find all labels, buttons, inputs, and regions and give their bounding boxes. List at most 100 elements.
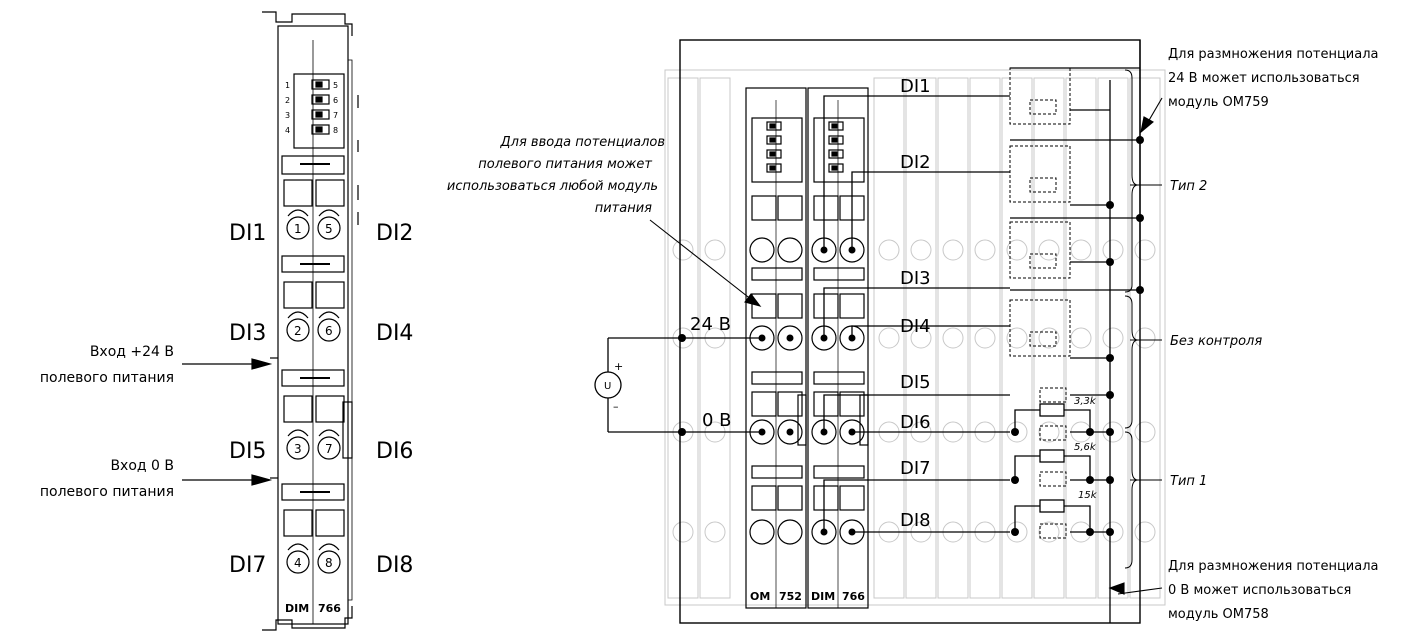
terminal-label-7: 7: [325, 442, 333, 456]
feed-note-line1: Для ввода потенциалов: [500, 135, 666, 150]
left-di8: DI8: [376, 553, 413, 578]
ghost-module-column: [1129, 77, 1161, 599]
dim766-module: [807, 87, 869, 609]
note-bottom-line3: модуль ОМ758: [1168, 607, 1269, 622]
om752-module: [745, 87, 807, 609]
terminal-6: [317, 318, 341, 342]
left-di2: DI2: [376, 221, 413, 246]
left-di1: DI1: [229, 221, 266, 246]
right-diagram-text: Для ввода потенциалов полевого питания м…: [447, 47, 1379, 622]
power-source-plus: +: [614, 360, 623, 373]
sensor-7: [1039, 471, 1067, 487]
terminal-8: [317, 550, 341, 574]
terminal-5: [317, 216, 341, 240]
input-zero-line2: полевого питания: [40, 484, 174, 500]
ghost-terminal: [974, 239, 996, 261]
note-bottom-line1: Для размножения потенциала: [1168, 559, 1378, 574]
left-di5: DI5: [229, 439, 266, 464]
ghost-terminal: [910, 239, 932, 261]
ghost-terminal: [1134, 327, 1156, 349]
ghost-module-column: [969, 77, 1001, 599]
label-type2: Тип 2: [1170, 179, 1207, 194]
right-di6: DI6: [900, 412, 931, 433]
module-om-label: OM: [750, 590, 770, 603]
left-module: [262, 11, 359, 631]
terminal-label-1: 1: [294, 222, 302, 236]
sensor-1: [1009, 67, 1071, 125]
switch-num-2: 2: [285, 96, 290, 105]
ghost-terminal: [1134, 239, 1156, 261]
ghost-terminal: [1070, 239, 1092, 261]
terminal-2: [286, 318, 310, 342]
module-dim-num: 766: [842, 590, 865, 603]
feed-note-leader: [649, 219, 762, 307]
sensor-2: [1009, 145, 1071, 203]
sensor-3: [1009, 221, 1071, 279]
left-terminals: [286, 209, 341, 574]
ghost-terminal: [942, 327, 964, 349]
left-di6: DI6: [376, 439, 413, 464]
left-module-text: 1 2 3 4 5 6 7 8 1 5 2 6 3 7 4 8 DIM 766 …: [40, 81, 414, 615]
ghost-terminal: [910, 327, 932, 349]
input-plus-line1: Вход +24 В: [90, 344, 174, 360]
junction-dots: [678, 136, 1144, 536]
sensor-4: [1009, 299, 1071, 357]
sensors: [1009, 67, 1071, 539]
ghost-module-column: [1001, 77, 1033, 599]
note-bottom-line2: 0 В может использоваться: [1168, 583, 1351, 598]
switch-num-4: 4: [285, 126, 290, 135]
module-dim-label: DIM: [811, 590, 835, 603]
left-di3: DI3: [229, 321, 266, 346]
right-di7: DI7: [900, 458, 931, 479]
resistor-label-5k6: 5,6k: [1074, 442, 1097, 453]
ghost-terminal: [1038, 239, 1060, 261]
terminal-3: [286, 436, 310, 460]
terminal-label-6: 6: [325, 324, 333, 338]
switch-num-1: 1: [285, 81, 290, 90]
terminal-7: [317, 436, 341, 460]
resistor-5k6: [1039, 449, 1065, 463]
terminal-label-4: 4: [294, 556, 302, 570]
input-zero-line1: Вход 0 В: [110, 458, 174, 474]
feed-note-line2: полевого питания может: [478, 157, 652, 172]
input-plus-line2: полевого питания: [40, 370, 174, 386]
sensor-6: [1039, 425, 1067, 441]
power-source-symbol: U: [604, 381, 611, 392]
resistors: [1039, 403, 1065, 513]
ghost-terminal: [942, 239, 964, 261]
ghost-terminal: [1102, 239, 1124, 261]
note-top-line2: 24 В может использоваться: [1168, 71, 1360, 86]
arrow-plus-icon: [251, 358, 273, 370]
terminal-4: [286, 550, 310, 574]
ghost-module-column: [937, 77, 969, 599]
ghost-terminal: [1006, 239, 1028, 261]
ghost-terminal: [1134, 421, 1156, 443]
ghost-terminal: [878, 327, 900, 349]
terminal-label-8: 8: [325, 556, 333, 570]
group-braces: [1124, 69, 1139, 569]
ghost-terminal: [672, 521, 694, 543]
left-module-label-766: 766: [318, 602, 341, 615]
sensor-5: [1039, 387, 1067, 403]
resistor-label-3k3: 3,3k: [1074, 396, 1097, 407]
right-di5: DI5: [900, 372, 931, 393]
arrow-zero-icon: [251, 474, 273, 486]
switch-num-8: 8: [333, 126, 338, 135]
left-di7: DI7: [229, 553, 266, 578]
ghost-terminal: [974, 327, 996, 349]
module-terminal-dots: [758, 246, 856, 536]
label-no-control: Без контроля: [1170, 334, 1262, 349]
terminal-label-3: 3: [294, 442, 302, 456]
ghost-terminal: [704, 521, 726, 543]
cabinet-frame: [679, 39, 1141, 624]
switch-num-5: 5: [333, 81, 338, 90]
ghost-module-column: [1065, 77, 1097, 599]
ghost-terminal: [1038, 521, 1060, 543]
left-module-label-dim: DIM: [285, 602, 309, 615]
switch-num-3: 3: [285, 111, 290, 120]
ghost-terminal: [1038, 327, 1060, 349]
ghost-terminal: [1134, 521, 1156, 543]
sensor-8: [1039, 523, 1067, 539]
right-di4: DI4: [900, 316, 931, 337]
